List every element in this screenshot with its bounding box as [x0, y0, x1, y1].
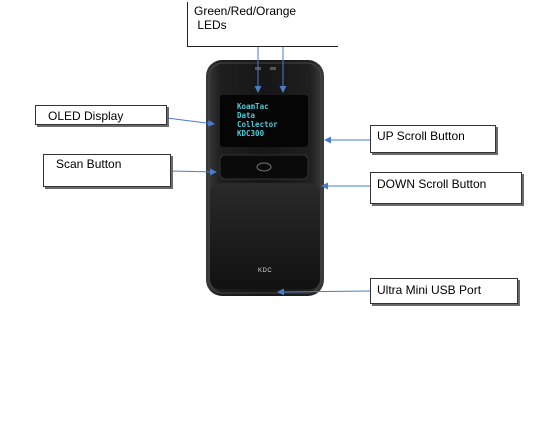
oled-screen-text: KoamTac Data Collector KDC300 — [237, 102, 278, 138]
callout-usb-port: Ultra Mini USB Port — [370, 278, 518, 304]
callout-oled-display: OLED Display — [35, 105, 167, 125]
callout-scan-button: Scan Button — [43, 154, 171, 187]
screen-line: Data — [237, 111, 278, 120]
callout-leds-line2: LEDs — [194, 18, 332, 32]
callout-down-scroll-button: DOWN Scroll Button — [370, 172, 522, 204]
device-brand-mark: KDC — [258, 268, 272, 274]
callout-up-scroll-button: UP Scroll Button — [370, 125, 496, 153]
screen-line: KoamTac — [237, 102, 278, 111]
screen-line: Collector — [237, 120, 278, 129]
device-photo — [176, 55, 342, 300]
callout-leds-line1: Green/Red/Orange — [194, 4, 332, 18]
callout-leds: Green/Red/Orange LEDs — [187, 2, 338, 47]
screen-line: KDC300 — [237, 129, 278, 138]
